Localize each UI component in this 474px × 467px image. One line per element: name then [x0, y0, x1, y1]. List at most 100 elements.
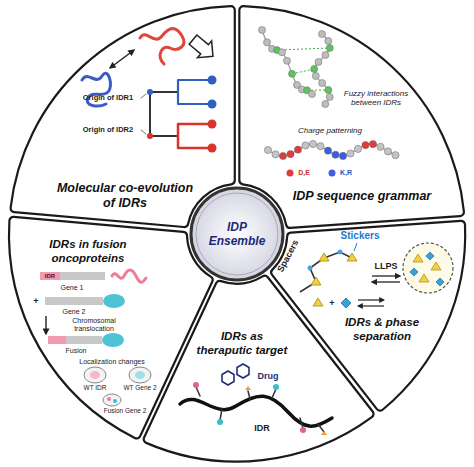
cell — [84, 367, 106, 383]
cell — [135, 371, 145, 379]
bead-chain — [317, 143, 324, 150]
llps-arrows — [358, 299, 384, 300]
shape-group — [239, 6, 464, 228]
cell-label: Fusion Gene 2 — [104, 407, 147, 414]
gene-label: Gene 1 — [61, 284, 84, 292]
bead-chain — [384, 148, 391, 155]
phylogenetic-tree — [208, 76, 217, 85]
sector-title: IDRs as theraputic target — [193, 330, 291, 358]
sector-title: IDP sequence grammar — [277, 189, 447, 204]
phylogenetic-tree — [208, 144, 217, 153]
sector: Molecular co-evolution of IDRs — [7, 3, 237, 230]
gene-bars — [102, 333, 124, 347]
client-molecules — [313, 298, 351, 308]
idr-label: IDR — [254, 423, 270, 433]
sticker-spacer-chain — [300, 243, 357, 292]
gene-bars — [103, 294, 125, 308]
sector-outline — [139, 273, 379, 465]
idr-squiggle — [140, 29, 184, 65]
sector-shape — [9, 217, 213, 438]
bead-chain — [277, 48, 330, 50]
gene-label: Fusion — [65, 347, 86, 355]
sector-shape — [271, 221, 465, 411]
bead-chain — [354, 145, 361, 152]
gene-bars — [112, 270, 146, 282]
plus-sign: + — [33, 296, 38, 306]
bead-chain — [326, 45, 333, 52]
bead-chain — [322, 101, 329, 108]
cell — [129, 367, 151, 383]
bead-chain — [279, 152, 286, 159]
gene-bars — [48, 336, 66, 344]
gene-bars — [60, 272, 105, 280]
phylogenetic-tree — [141, 94, 146, 134]
condensate-droplet — [403, 243, 453, 293]
bead-chain — [322, 52, 329, 59]
annotation: Localization changes — [79, 358, 144, 366]
sector-shape — [239, 6, 464, 228]
sector: IDP sequence grammar — [237, 3, 467, 231]
bead-chain — [264, 146, 271, 153]
bead-chain — [392, 152, 399, 159]
bead-chain — [324, 147, 331, 154]
domain-label: IDR — [45, 273, 55, 280]
bead-chain — [325, 38, 332, 45]
idr-chain — [245, 386, 251, 390]
bead-chain — [377, 143, 384, 150]
drug-label: Drug — [258, 371, 279, 381]
sticker-spacer-chain — [311, 253, 357, 285]
idr-chain — [321, 431, 327, 435]
shape-group — [144, 276, 374, 462]
sticker-spacer-chain — [308, 266, 313, 271]
sector-title: IDRs in fusion oncoproteins — [33, 238, 143, 266]
llps-arrows — [372, 275, 400, 276]
gene-bars — [45, 297, 103, 305]
process-label: Chromosomal translocation — [63, 317, 125, 333]
bead-chain — [362, 141, 369, 148]
drug-molecule — [222, 371, 234, 385]
bead-chain — [262, 30, 312, 94]
gene-bars — [40, 272, 60, 280]
cell-label: WT IDR — [84, 384, 107, 391]
shape-group — [191, 188, 283, 280]
double-arrow — [110, 50, 134, 68]
sector-shape — [10, 6, 234, 227]
sector-title: Molecular co-evolution of IDRs — [52, 181, 197, 211]
bead-chain — [326, 94, 333, 101]
sector-outline — [7, 3, 237, 230]
idr-chain — [180, 396, 332, 426]
bead-chain — [315, 59, 322, 66]
bead-chain — [259, 27, 266, 34]
residue-key: D,E — [298, 169, 310, 177]
annotation: Fuzzy interactions between IDRs — [336, 89, 416, 107]
bead-chain — [264, 39, 271, 46]
center-label: IDP Ensemble — [206, 220, 268, 249]
bead-chain — [302, 142, 309, 149]
idr-chain — [193, 382, 199, 388]
bead-chain — [272, 151, 279, 158]
sector: IDRs as theraputic target — [139, 273, 379, 465]
phylogenetic-tree — [150, 92, 178, 136]
phylogenetic-tree — [208, 120, 217, 129]
phylogenetic-tree — [141, 76, 217, 153]
bead-chain — [325, 87, 332, 94]
idr-chain — [217, 419, 223, 425]
sticker-spacer-chain — [354, 243, 357, 251]
charge-key — [287, 170, 294, 177]
llps-arrows — [358, 305, 384, 306]
phylogenetic-tree — [147, 133, 153, 139]
cell — [90, 371, 100, 379]
idr-squiggle — [82, 29, 184, 107]
cell-label: WT Gene 2 — [123, 384, 156, 391]
drug-molecule — [222, 364, 249, 385]
client-molecules — [313, 298, 323, 306]
sticker-spacer-chain — [338, 250, 343, 255]
bead-chain — [284, 57, 291, 64]
residue-key: K,R — [340, 169, 352, 177]
cell — [103, 394, 121, 406]
hollow-arrow — [186, 31, 220, 65]
bead-chain — [287, 150, 294, 157]
callout-label: Origin of IDR2 — [83, 126, 133, 135]
idr-chain — [300, 427, 306, 433]
shape-group — [9, 217, 213, 438]
